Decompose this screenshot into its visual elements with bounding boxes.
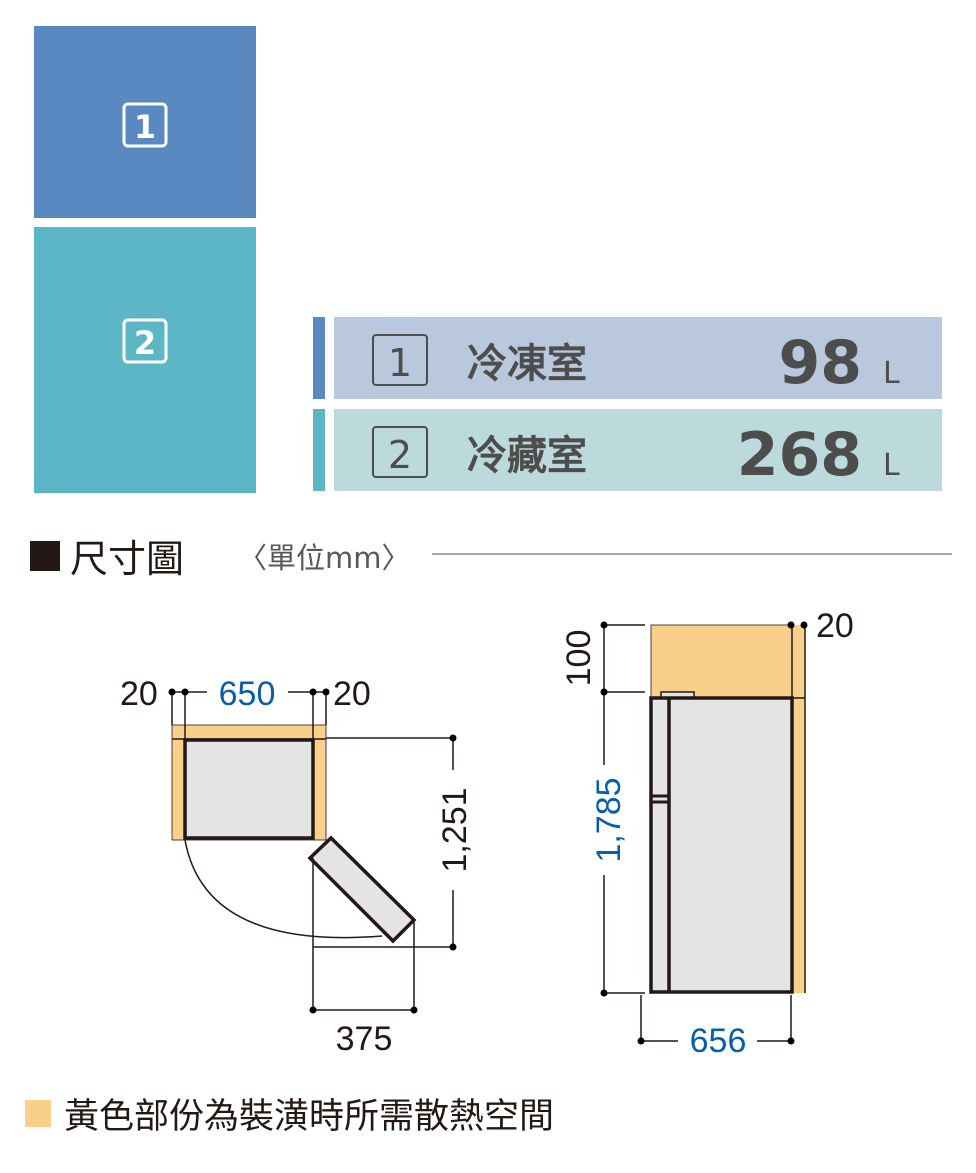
dim-left-gap: 20 — [120, 675, 158, 713]
freezer-block-number: 1 — [134, 108, 156, 146]
row-number: 2 — [388, 433, 412, 477]
dim-back-gap: 20 — [816, 607, 854, 645]
side-view-diagram — [600, 621, 808, 1045]
top-view-diagram — [168, 688, 457, 1014]
fridge-block-number: 2 — [134, 324, 156, 362]
dim-top-gap: 100 — [560, 630, 598, 687]
row-unit: L — [883, 448, 900, 483]
row-name: 冷藏室 — [467, 433, 587, 479]
row-number: 1 — [388, 341, 412, 385]
heading-square-icon — [30, 541, 60, 571]
capacity-row-freezer: 1 冷凍室 98 L — [313, 317, 942, 399]
legend-text: 黃色部份為裝潢時所需散熱空間 — [64, 1097, 554, 1137]
dim-depth: 656 — [690, 1022, 747, 1060]
dim-width: 650 — [219, 675, 276, 713]
row-name: 冷凍室 — [467, 341, 587, 387]
freezer-block — [34, 26, 256, 218]
dim-open-depth: 1,251 — [436, 787, 474, 872]
unit-note: 〈單位mm〉 — [238, 541, 411, 575]
fridge-number-box — [122, 318, 168, 364]
row-unit: L — [883, 356, 900, 391]
row-volume: 98 — [779, 328, 863, 398]
dim-door-swing: 375 — [336, 1020, 393, 1058]
section-title: 尺寸圖 — [70, 537, 184, 581]
freezer-number-box — [122, 102, 168, 148]
dim-height: 1,785 — [590, 777, 628, 862]
capacity-row-fridge: 2 冷藏室 268 L — [313, 409, 942, 491]
fridge-block — [34, 227, 256, 493]
row-number-box — [372, 426, 428, 478]
dim-right-gap: 20 — [333, 675, 371, 713]
legend-swatch — [25, 1100, 51, 1127]
row-volume: 268 — [737, 420, 862, 490]
row-number-box — [372, 334, 428, 386]
